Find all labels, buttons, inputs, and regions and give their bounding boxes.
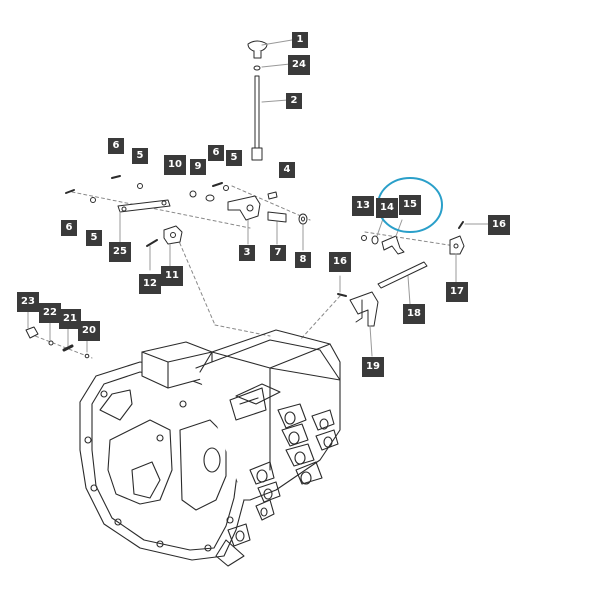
callout-10: 10	[164, 155, 186, 175]
part-1-shift-knob	[247, 39, 293, 59]
callout-17: 17	[446, 282, 468, 302]
callout-4: 4	[279, 162, 295, 178]
callout-8: 8	[295, 252, 311, 268]
callout-19: 19	[362, 357, 384, 377]
part-11-clevis	[163, 225, 183, 267]
callout-12: 12	[139, 274, 161, 294]
part-9-washer	[205, 194, 215, 202]
callout-22: 22	[39, 303, 61, 323]
assembly-lines	[29, 185, 456, 359]
callout-6-left-bottom: 6	[61, 220, 77, 236]
callout-6-left-top: 6	[108, 138, 124, 154]
callout-5-left-top: 5	[132, 148, 148, 164]
part-25-link-bar	[117, 199, 171, 243]
part-21-spring	[62, 325, 74, 352]
callout-15: 15	[399, 195, 421, 215]
callout-16-mid: 16	[329, 252, 351, 272]
part-12-pin	[146, 239, 158, 271]
callout-3: 3	[239, 245, 255, 261]
part-18-rail	[377, 261, 428, 305]
callout-5-mid: 5	[226, 150, 242, 166]
part-24-ring	[253, 63, 291, 71]
callout-9: 9	[190, 159, 206, 175]
part-16-pin-mid	[337, 275, 347, 297]
callout-24-top: 24	[288, 55, 310, 75]
callout-16-right: 16	[488, 215, 510, 235]
callout-11: 11	[161, 266, 183, 286]
transmission-housing	[79, 329, 341, 567]
callout-7: 7	[270, 245, 286, 261]
callout-13: 13	[352, 196, 374, 216]
part-4-pin	[267, 191, 278, 200]
callout-18: 18	[403, 304, 425, 324]
part-6-pins	[65, 175, 223, 194]
callout-5-left-bottom: 5	[86, 230, 102, 246]
callout-21: 21	[59, 309, 81, 329]
part-22-washer	[48, 319, 54, 346]
part-19-shift-fork	[349, 291, 379, 357]
part-13-ball	[361, 235, 367, 241]
part-23-bolt	[25, 305, 39, 339]
part-5-nuts	[90, 183, 229, 203]
part-14-spring	[371, 215, 385, 245]
part-3-bracket	[227, 195, 261, 245]
callout-1: 1	[292, 32, 308, 48]
callout-2: 2	[286, 93, 302, 109]
callout-23: 23	[17, 292, 39, 312]
callout-14: 14	[376, 198, 398, 218]
part-7-pin	[267, 211, 287, 245]
part-15-shift-fork	[381, 219, 405, 255]
part-8-washer	[298, 213, 308, 251]
callout-6-mid: 6	[208, 145, 224, 161]
part-16-pin-right	[458, 221, 489, 229]
part-17-block	[449, 235, 465, 283]
part-2-lever-rod	[251, 75, 289, 161]
callout-25: 25	[109, 242, 131, 262]
callout-20: 20	[78, 321, 100, 341]
part-10-nut	[189, 190, 197, 198]
